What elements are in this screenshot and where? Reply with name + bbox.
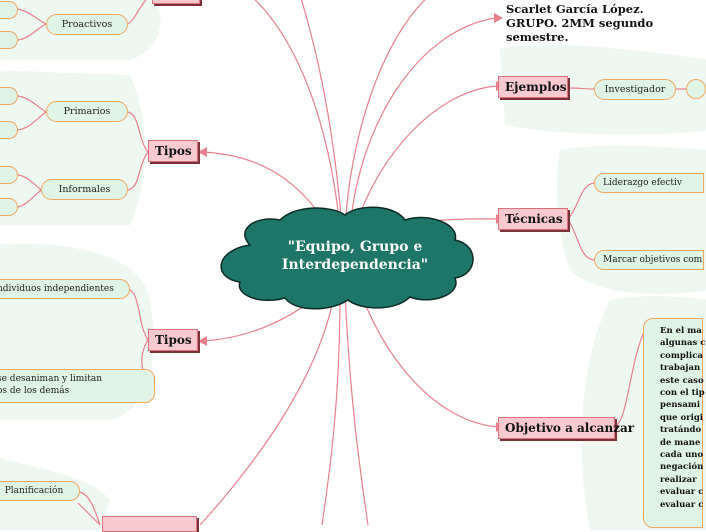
- connector-line: [127, 151, 149, 191]
- objetivo-paragraph[interactable]: En el ma algunas c complica trabajan est…: [643, 318, 705, 528]
- connector-line: [77, 502, 101, 526]
- connector-line: [349, 17, 496, 229]
- stub-node[interactable]: [0, 166, 18, 184]
- connector-group: [17, 0, 700, 526]
- independientes-node[interactable]: ndividuos independientes: [0, 279, 130, 299]
- tipos-node[interactable]: Tipos: [148, 140, 198, 162]
- arrowhead: [198, 336, 207, 346]
- connector-line: [344, 0, 426, 229]
- stub-main-node[interactable]: [152, 0, 200, 4]
- connector-line: [127, 0, 147, 25]
- connector-line: [17, 111, 47, 131]
- connector-line: [17, 23, 47, 41]
- primarios-node[interactable]: Primarios: [46, 101, 128, 122]
- tipos-node-2[interactable]: Tipos: [148, 329, 198, 351]
- marcar-objetivos-node[interactable]: Marcar objetivos com: [594, 250, 704, 270]
- connector-line: [357, 284, 498, 428]
- stub-node[interactable]: [686, 79, 706, 99]
- connector-line: [567, 182, 595, 220]
- connector-line: [17, 95, 47, 113]
- connector-line: [567, 87, 595, 90]
- connector-line: [79, 491, 101, 526]
- connector-line: [567, 218, 595, 261]
- connector-line: [354, 85, 498, 229]
- ejemplos-node[interactable]: Ejemplos: [498, 76, 568, 98]
- connector-line: [344, 291, 369, 526]
- arrowhead: [494, 13, 503, 23]
- stub-main-node[interactable]: [102, 516, 197, 532]
- stub-node[interactable]: [0, 121, 18, 139]
- desaniman-node[interactable]: se desaniman y limitan os de los demás: [0, 369, 155, 403]
- investigador-node[interactable]: Investigador: [594, 79, 676, 100]
- stub-node[interactable]: [0, 198, 18, 216]
- tecnicas-node[interactable]: Técnicas: [498, 208, 568, 230]
- connector-line: [300, 0, 343, 229]
- connector-line: [17, 8, 47, 25]
- author-note: Scarlet García López. GRUPO. 2MM segundo…: [506, 2, 654, 44]
- liderazgo-node[interactable]: Liderazgo efectiv: [594, 173, 704, 193]
- objetivo-node[interactable]: Objetivo a alcanzar: [498, 417, 634, 439]
- connector-line: [199, 289, 336, 526]
- stub-node[interactable]: [0, 1, 18, 19]
- connector-line: [254, 0, 341, 229]
- background-zone: [557, 145, 706, 294]
- connector-line: [17, 174, 42, 191]
- background-zone: [0, 70, 145, 225]
- stub-node[interactable]: [0, 31, 18, 49]
- connector-line: [17, 189, 42, 208]
- connector-line: [614, 329, 646, 428]
- planificacion-node[interactable]: Planificación: [0, 481, 80, 501]
- proactivos-node[interactable]: Proactivos: [46, 14, 128, 35]
- central-cloud: [220, 206, 474, 310]
- stub-node[interactable]: [0, 87, 18, 105]
- central-topic[interactable]: "Equipo, Grupo e Interdependencia": [281, 239, 429, 273]
- arrowhead: [198, 147, 207, 157]
- informales-node[interactable]: Informales: [41, 179, 128, 200]
- connector-line: [129, 289, 149, 341]
- connector-line: [321, 291, 341, 526]
- connector-line: [127, 111, 149, 153]
